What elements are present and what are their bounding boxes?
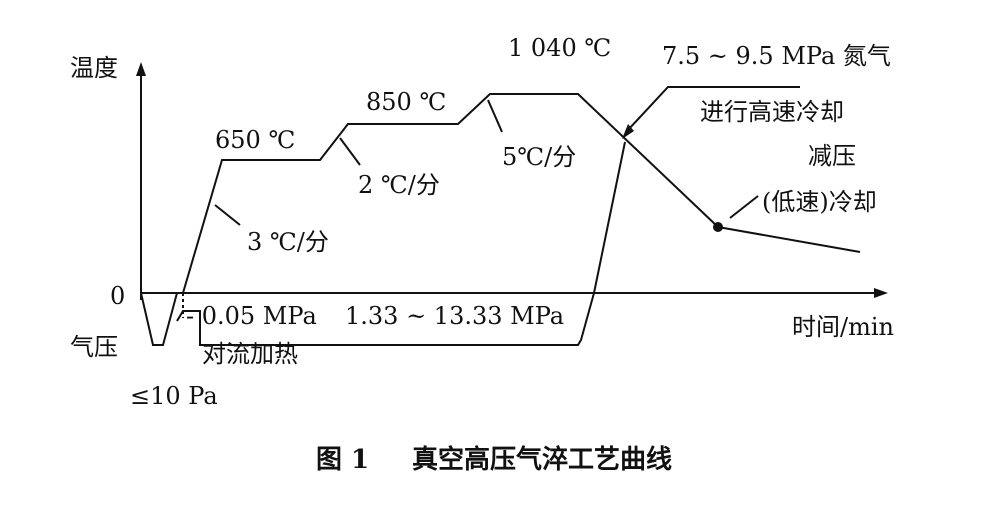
temp-1040-label: 1 040 ℃ [508, 34, 611, 62]
leader-lines [214, 86, 800, 226]
leader-gas-pressure [627, 86, 800, 131]
temperature-curve [182, 93, 719, 294]
zero-label: 0 [110, 282, 125, 310]
vacuum-label: ≤10 Pa [130, 382, 218, 410]
figure-caption: 图 1 真空高压气淬工艺曲线 [316, 444, 672, 475]
pressure-curve [140, 292, 178, 346]
rate-2-label: 2 ℃/分 [358, 171, 440, 199]
pressure-reduce-point [713, 222, 723, 232]
leader-slow-cool [729, 195, 759, 219]
slow-cool-label: (低速)冷却 [762, 188, 877, 216]
figure-title: 真空高压气淬工艺曲线 [412, 444, 672, 475]
high-pressure-label: 1.33 ~ 13.33 MPa [345, 302, 564, 330]
axes [136, 62, 888, 300]
y-axis-arrow [136, 62, 146, 76]
temp-650-label: 650 ℃ [215, 126, 295, 154]
y-axis-label: 温度 [70, 54, 118, 82]
gas-pressure-label: 7.5 ~ 9.5 MPa 氮气 [662, 42, 891, 70]
convection-pressure-label: - 0.05 MPa [186, 302, 317, 330]
leader-rate2 [339, 137, 361, 166]
pressure-curve-gas-fill [593, 141, 626, 294]
leader-gas-pressure-arrow [622, 124, 634, 139]
temp-850-label: 850 ℃ [366, 88, 446, 116]
figure-number: 图 1 [316, 445, 369, 475]
convection-heat-label: 对流加热 [202, 340, 298, 368]
pressure-axis-label: 气压 [70, 333, 118, 361]
rate-3-label: 3 ℃/分 [247, 228, 329, 256]
leader-rate3 [214, 204, 241, 226]
x-axis-arrow [874, 288, 888, 298]
slow-cooling-curve [717, 226, 861, 253]
x-axis-label: 时间/min [792, 313, 894, 341]
labels: 温度 0 气压 时间/min 650 ℃ 850 ℃ 1 040 ℃ 3 ℃/分… [70, 34, 894, 410]
reduce-pressure-label: 减压 [808, 142, 856, 170]
rate-5-label: 5℃/分 [502, 143, 576, 171]
leader-rate5 [487, 99, 503, 133]
fast-cool-label: 进行高速冷却 [700, 98, 844, 126]
